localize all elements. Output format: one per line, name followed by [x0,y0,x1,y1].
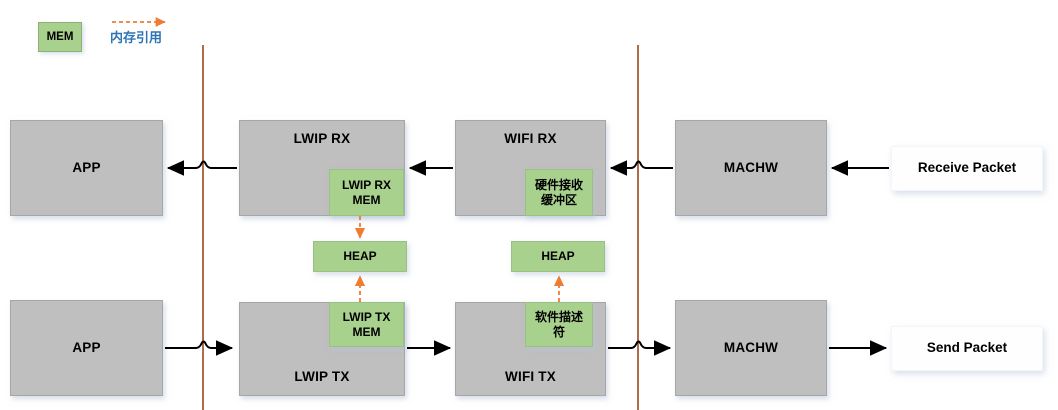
module-lwip-tx-label: LWIP TX [294,368,350,384]
memory-hardware-rx-buffer-line1: 硬件接收 [534,177,583,192]
module-app-tx-label: APP [72,339,101,355]
endpoint-receive-packet[interactable]: Receive Packet [891,146,1043,191]
memory-software-descriptor-line1: 软件描述 [534,309,583,324]
flow-lwip-rx-to-app [166,160,237,176]
module-lwip-rx-label: LWIP RX [293,131,351,146]
module-lwip-tx[interactable]: LWIP TX [239,302,405,396]
flow-wifi-tx-to-machw [608,340,672,356]
module-machw-tx-label: MACHW [723,339,779,355]
module-machw-tx[interactable]: MACHW [675,300,827,396]
memory-heap-left-label: HEAP [343,249,377,264]
module-wifi-tx-label: WIFI TX [505,368,556,384]
memory-lwip-tx-mem[interactable]: LWIP TX MEM [329,302,404,347]
memory-lwip-rx-mem-line1: LWIP RX [341,177,392,192]
legend-mem-reference-label: 内存引用 [110,30,163,45]
memory-heap-left[interactable]: HEAP [313,241,407,272]
endpoint-send-packet[interactable]: Send Packet [891,326,1043,371]
memory-lwip-rx-mem-line2: MEM [352,192,381,207]
memory-lwip-tx-mem-line1: LWIP TX [342,309,391,324]
module-app-rx[interactable]: APP [10,120,163,216]
module-app-tx[interactable]: APP [10,300,163,396]
module-machw-rx-label: MACHW [723,159,779,175]
module-lwip-rx[interactable]: LWIP RX [239,120,405,216]
module-wifi-rx-label: WIFI RX [504,131,557,146]
legend-mem-label: MEM [46,30,74,43]
memory-software-descriptor[interactable]: 软件描述 符 [525,302,593,347]
memory-lwip-rx-mem[interactable]: LWIP RX MEM [329,169,404,216]
memory-heap-right-label: HEAP [541,249,575,264]
memory-heap-right[interactable]: HEAP [511,241,605,272]
endpoint-send-packet-label: Send Packet [926,340,1008,356]
legend-mem-swatch: MEM [38,22,82,52]
memory-software-descriptor-line2: 符 [552,324,565,339]
memory-hardware-rx-buffer[interactable]: 硬件接收 缓冲区 [525,169,593,216]
module-app-rx-label: APP [72,159,101,175]
flow-app-to-lwip-tx [165,340,234,356]
module-machw-rx[interactable]: MACHW [675,120,827,216]
endpoint-receive-packet-label: Receive Packet [917,160,1017,176]
memory-lwip-tx-mem-line2: MEM [352,324,381,339]
flow-machw-to-wifi-rx [609,160,673,176]
memory-hardware-rx-buffer-line2: 缓冲区 [540,192,577,207]
